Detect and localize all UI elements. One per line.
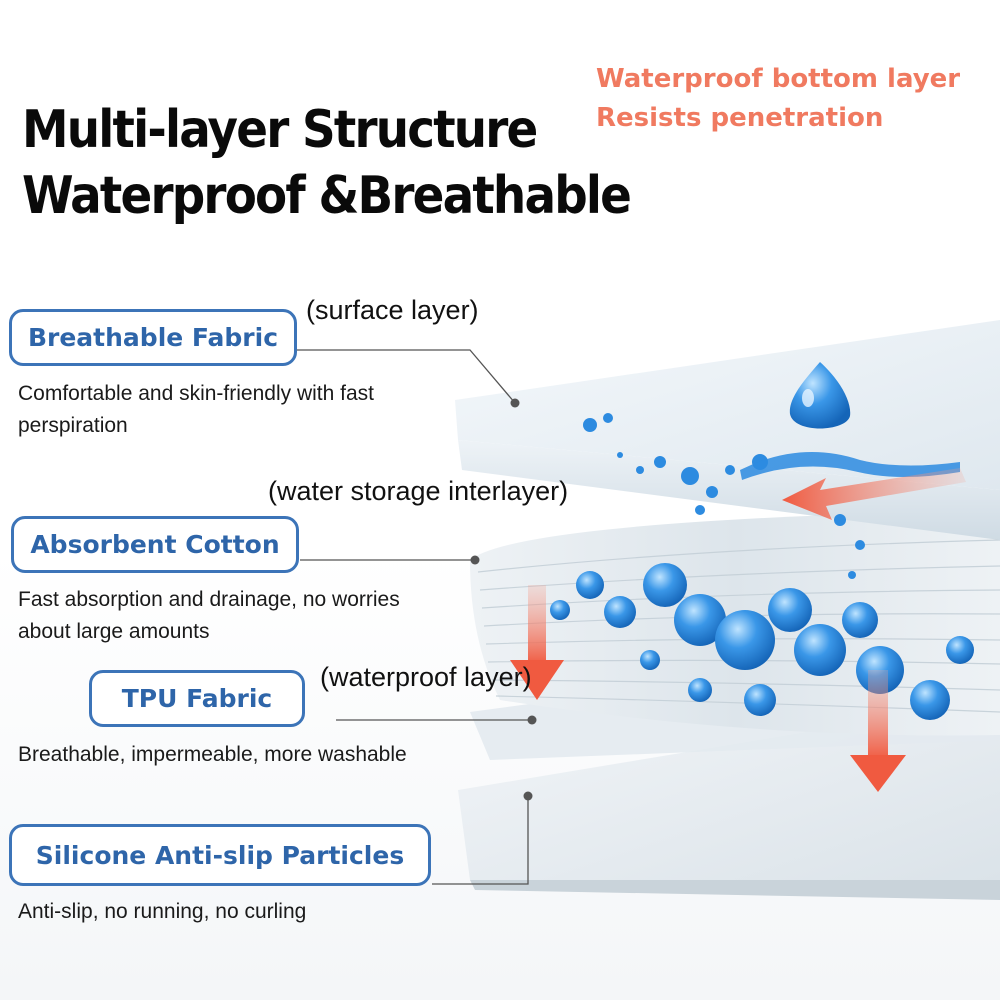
layer-description-2a: Fast absorption and drainage, no worries <box>18 588 400 611</box>
arrow-down-right <box>850 670 906 792</box>
title-line-2: Waterproof &Breathable <box>22 166 632 226</box>
layer-label-breathable-fabric: Breathable Fabric <box>9 309 297 366</box>
leader-dots <box>470 398 537 801</box>
note-line-1: Waterproof bottom layer <box>596 64 961 94</box>
layer-label-text: TPU Fabric <box>121 684 273 713</box>
layer-sublabel-interlayer: (water storage interlayer) <box>268 476 569 506</box>
arrow-down-left <box>510 585 564 700</box>
layer-description-1b: perspiration <box>18 414 128 437</box>
layer-label-silicone-particles: Silicone Anti-slip Particles <box>9 824 431 886</box>
layer-label-text: Absorbent Cotton <box>30 530 280 559</box>
surface-fabric-edge <box>458 440 1000 540</box>
bottom-sheet-edge <box>470 880 1000 900</box>
leader-lines <box>296 349 532 885</box>
layer-description-4: Anti-slip, no running, no curling <box>18 900 307 923</box>
layer-description-1a: Comfortable and skin-friendly with fast <box>18 382 374 405</box>
layer-label-text: Silicone Anti-slip Particles <box>35 840 405 870</box>
layer-description-3: Breathable, impermeable, more washable <box>18 743 407 766</box>
surface-fabric <box>455 320 1000 490</box>
note-line-2: Resists penetration <box>596 103 884 133</box>
arrow-horizontal <box>782 468 966 520</box>
layer-sublabel-waterproof: (waterproof layer) <box>320 662 532 692</box>
layer-label-tpu-fabric: TPU Fabric <box>89 670 305 727</box>
title-line-1: Multi-layer Structure <box>22 100 538 160</box>
layer-sublabel-surface: (surface layer) <box>306 295 479 325</box>
water-droplet <box>789 362 851 429</box>
layer-label-text: Breathable Fabric <box>27 323 279 352</box>
layer-description-2b: about large amounts <box>18 620 210 643</box>
layer-label-absorbent-cotton: Absorbent Cotton <box>11 516 299 573</box>
